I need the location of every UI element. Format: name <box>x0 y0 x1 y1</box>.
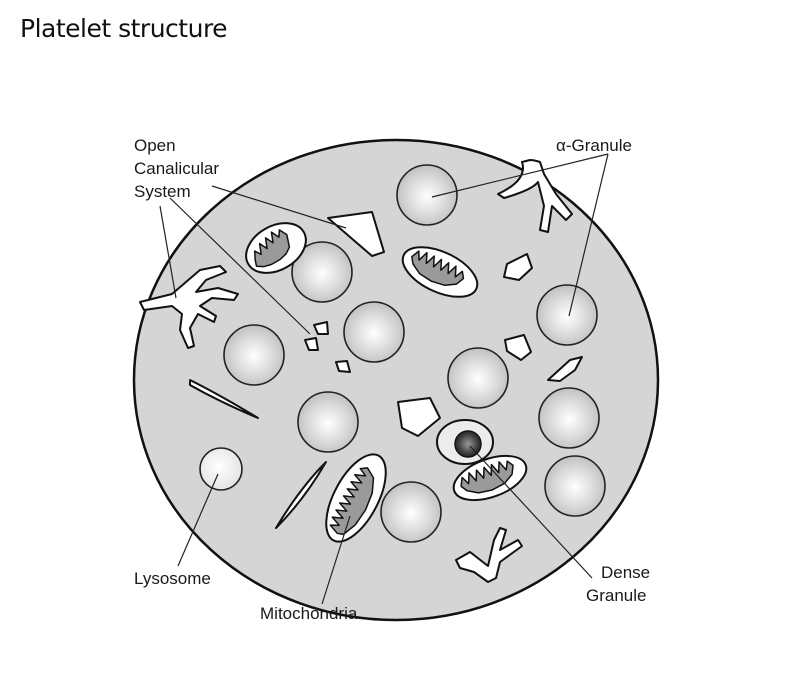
canal-branch-top-right <box>497 159 573 233</box>
alpha-granule <box>291 241 353 303</box>
page-title: Platelet structure <box>20 14 228 43</box>
lysosome-organelle <box>199 447 243 491</box>
alpha-granule <box>343 301 405 363</box>
alpha-granule <box>297 391 359 453</box>
alpha-granule <box>380 481 442 543</box>
alpha-granule <box>544 455 606 517</box>
alpha-granule <box>223 324 285 386</box>
leader-lines <box>159 153 609 605</box>
alpha-granule <box>536 284 598 346</box>
canal-fragment <box>504 334 532 361</box>
label-ocs-line1: Open <box>134 136 176 155</box>
canal-branch-left <box>139 265 239 349</box>
canal-fragment <box>304 337 319 351</box>
label-dense-line2: Granule <box>586 586 646 605</box>
alpha-granule <box>396 164 458 226</box>
mitochondrion <box>452 454 528 502</box>
alpha-granule <box>538 387 600 449</box>
dense-granule-organelle <box>436 419 494 465</box>
platelet-cell-body <box>132 138 660 622</box>
canal-fragment <box>189 379 259 419</box>
canal-fragment <box>313 321 329 335</box>
canal-fragment <box>547 356 583 382</box>
canal-fragment <box>397 397 441 437</box>
canal-fragment <box>335 360 351 373</box>
label-mitochondria: Mitochondria <box>260 604 358 623</box>
canal-fragment <box>327 211 385 257</box>
label-ocs-line2: Canalicular <box>134 159 219 178</box>
label-dense-line1: Dense <box>601 563 650 582</box>
mitochondria-organelles <box>245 222 528 543</box>
canal-fragment <box>503 253 533 281</box>
mitochondrion <box>401 246 479 298</box>
mitochondrion <box>325 453 387 543</box>
mitochondrion <box>245 222 307 274</box>
canalicular-channels <box>189 211 583 529</box>
canal-branch-bottom-right <box>455 527 523 583</box>
label-ocs-line3: System <box>134 182 191 201</box>
label-lysosome: Lysosome <box>134 569 211 588</box>
alpha-granule <box>447 347 509 409</box>
canal-fragment <box>275 461 327 529</box>
alpha-granules <box>223 164 606 543</box>
label-alpha-granule: α-Granule <box>556 136 632 155</box>
